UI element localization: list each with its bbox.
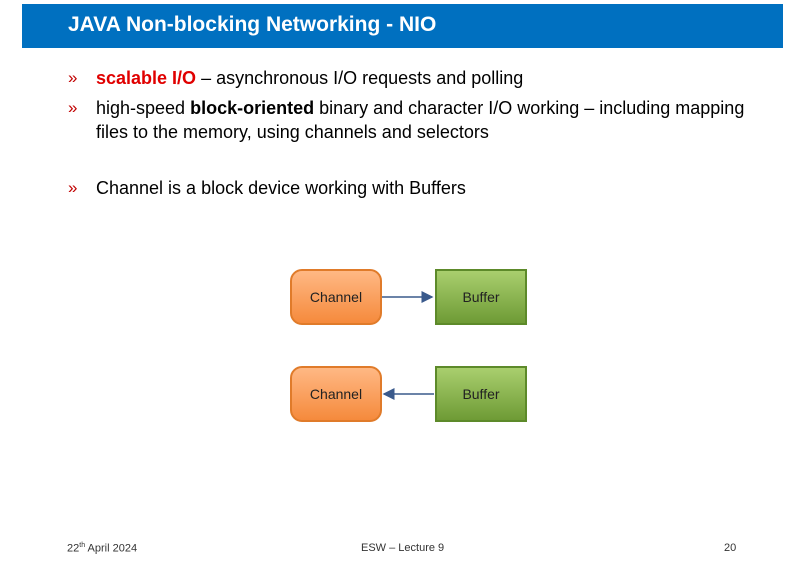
bullet-text: binary and character I/O working – inclu… (96, 98, 745, 142)
bullet-item: » Channel is a block device working with… (68, 176, 768, 200)
slide-title: JAVA Non-blocking Networking - NIO (68, 13, 437, 36)
bullet-marker: » (68, 68, 78, 87)
footer-date-day: 22 (67, 542, 80, 555)
bullet-text: Channel is a block device working with B… (96, 178, 466, 198)
bullet-marker: » (68, 178, 78, 197)
buffer-box: Buffer (435, 269, 527, 325)
footer-page-number: 20 (724, 542, 737, 554)
bullet-text: high-speed (96, 98, 191, 118)
bullet-bold: block-oriented (190, 98, 315, 118)
footer-date: 22th April 2024 (67, 542, 137, 555)
footer-date-rest: April 2024 (85, 542, 138, 555)
bullet-text: – asynchronous I/O requests and polling (196, 68, 524, 88)
bullet-highlight: scalable I/O (96, 68, 197, 88)
bullet-list: » scalable I/O – asynchronous I/O reques… (68, 66, 768, 206)
channel-box: Channel (290, 366, 382, 422)
buffer-box: Buffer (435, 366, 527, 422)
bullet-item: » scalable I/O – asynchronous I/O reques… (68, 66, 768, 90)
title-bar: JAVA Non-blocking Networking - NIO (22, 4, 783, 48)
channel-box: Channel (290, 269, 382, 325)
diagram-arrows (382, 291, 434, 400)
bullet-marker: » (68, 98, 78, 117)
footer-course: ESW – Lecture 9 (361, 542, 445, 554)
bullet-item: » high-speed block-oriented binary and c… (68, 96, 768, 144)
footer-date-suffix: th (79, 542, 86, 549)
channel-buffer-diagram: Channel Buffer Channel Buffer (280, 260, 540, 440)
